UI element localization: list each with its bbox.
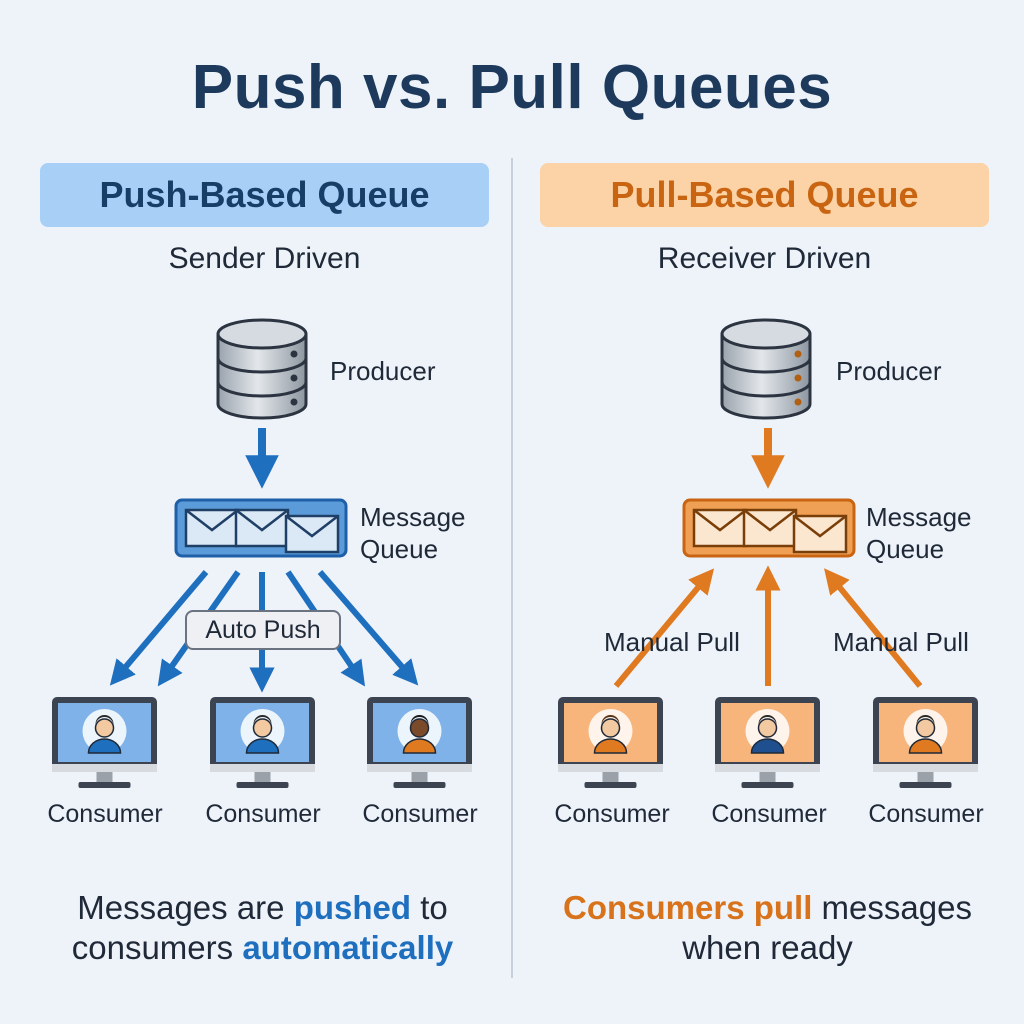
pull-caption-suffix: messages [812, 889, 972, 926]
pull-caption-hl: Consumers pull [563, 889, 813, 926]
pull-arrows [613, 565, 923, 688]
pull-queue-label-2: Queue [866, 534, 945, 564]
pull-consumer-monitor-icon-3 [873, 697, 978, 788]
push-consumer-label-2: Consumer [205, 800, 321, 828]
push-caption-prefix: Messages are [77, 889, 294, 926]
push-caption-hl2: automatically [242, 929, 454, 966]
push-queue-label-2: Queue [360, 534, 439, 564]
push-subtitle: Sender Driven [168, 242, 361, 275]
center-divider [511, 158, 513, 978]
push-producer-label: Producer [330, 356, 436, 386]
push-consumer-monitor-icon-3 [367, 697, 472, 788]
push-consumer-monitor-icon-1 [52, 697, 157, 788]
page-title: Push vs. Pull Queues [191, 53, 833, 122]
pull-consumer-monitor-icon-2 [715, 697, 820, 788]
push-consumer-label-3: Consumer [362, 800, 478, 828]
pull-consumer-label-2: Consumer [711, 800, 827, 828]
push-caption: Messages are pushed to consumers automat… [30, 888, 495, 968]
push-queue-label-1: Message [360, 502, 466, 532]
push-caption-mid: to [411, 889, 448, 926]
push-caption-line2: consumers [71, 929, 243, 966]
pull-producer-label: Producer [836, 356, 942, 386]
push-caption-hl1: pushed [293, 889, 412, 926]
push-header: Push-Based Queue [40, 163, 489, 227]
pull-right-tag: Manual Pull [833, 627, 969, 657]
push-message-queue-icon [174, 498, 348, 558]
pull-queue-label-1: Message [866, 502, 972, 532]
pull-consumer-monitor-icon-1 [558, 697, 663, 788]
pull-producer-database-icon [720, 318, 812, 420]
pull-caption-line2: when ready [682, 929, 853, 966]
pull-consumer-label-1: Consumer [554, 800, 670, 828]
push-consumer-label-1: Consumer [47, 800, 163, 828]
push-producer-database-icon [216, 318, 308, 420]
pull-consumer-label-3: Consumer [868, 800, 984, 828]
pull-header: Pull-Based Queue [540, 163, 989, 227]
auto-push-tag: Auto Push [185, 610, 341, 650]
pull-caption: Consumers pull messages when ready [535, 888, 1000, 968]
pull-left-tag: Manual Pull [604, 627, 740, 657]
pull-subtitle: Receiver Driven [657, 242, 872, 275]
pull-message-queue-icon [682, 498, 856, 558]
push-consumer-monitor-icon-2 [210, 697, 315, 788]
